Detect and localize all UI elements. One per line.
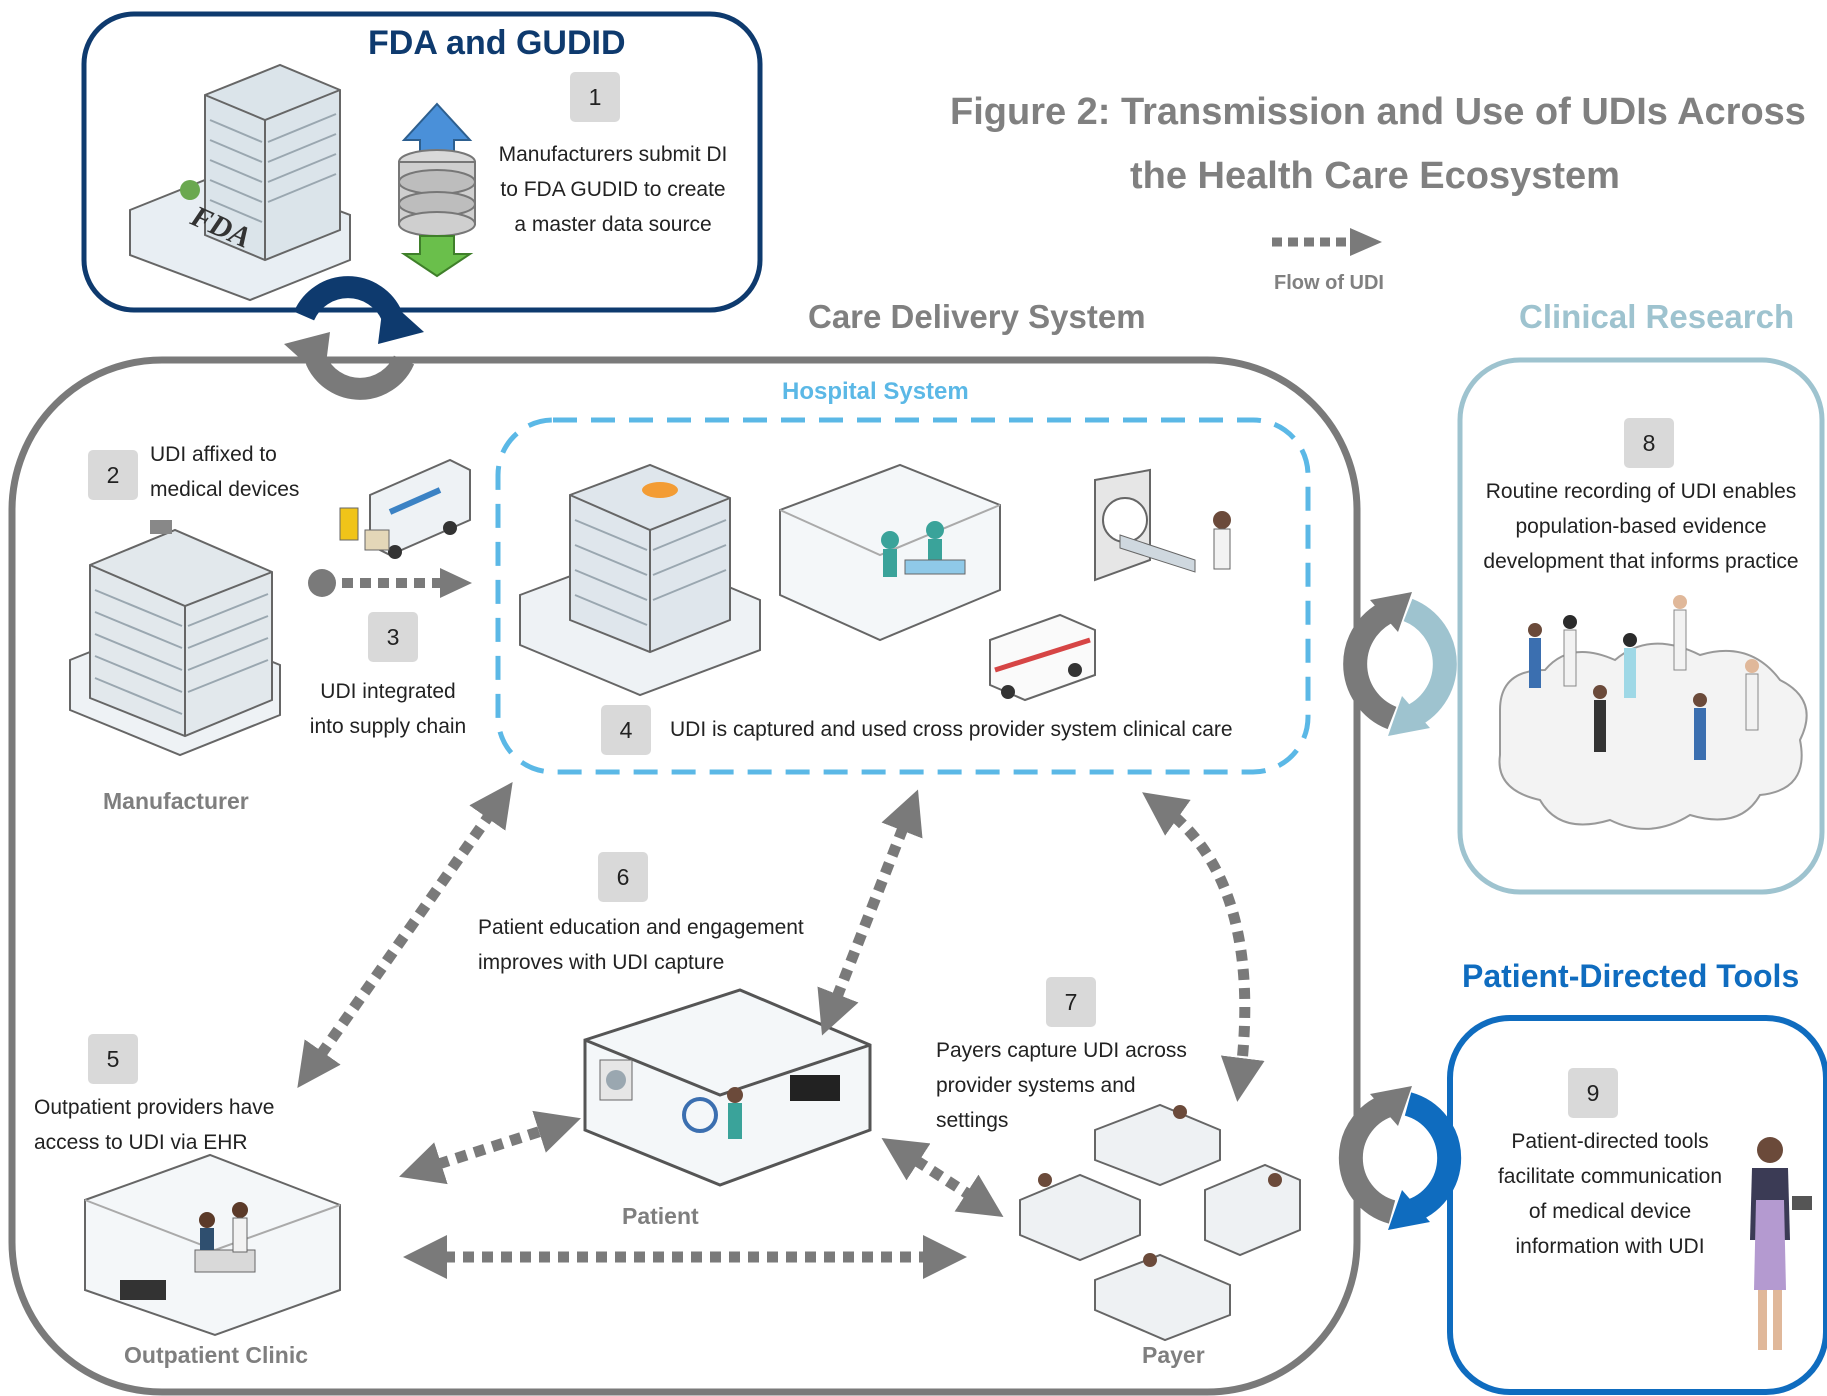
- fda-care-cycle-icon: [284, 276, 424, 400]
- step-8-badge: 8: [1624, 418, 1674, 468]
- step-2-badge: 2: [88, 450, 138, 500]
- figure-title-line2: the Health Care Ecosystem: [1130, 155, 1620, 197]
- udi-flow-arrows: [297, 782, 1265, 1279]
- step-5-line: Outpatient providers have: [34, 1096, 275, 1119]
- arrow-payer-hospital: [1142, 792, 1265, 1102]
- care-delivery-title: Care Delivery System: [808, 298, 1146, 335]
- step-1-line: to FDA GUDID to create: [500, 178, 726, 201]
- step-9-line: of medical device: [1528, 1200, 1692, 1223]
- step-9-line: Patient-directed tools: [1511, 1130, 1709, 1153]
- step-1-description: Manufacturers submit DI to FDA GUDID to …: [478, 137, 748, 242]
- payer-office-illustration: [1019, 1103, 1301, 1342]
- truck-icon: [339, 458, 471, 559]
- arrow-outpatient-hospital: [297, 782, 513, 1088]
- hospital-system-box: [495, 417, 1311, 775]
- step-4-description: UDI is captured and used cross provider …: [670, 718, 1233, 741]
- figure-title: Figure 2: Transmission and Use of UDIs A…: [950, 80, 1806, 208]
- step-4-badge: 4: [601, 705, 651, 755]
- step-6-line: Patient education and engagement: [478, 916, 804, 939]
- clinical-research-title: Clinical Research: [1519, 298, 1795, 335]
- step-9-line: information with UDI: [1515, 1235, 1705, 1258]
- figure-title-line1: Figure 2: Transmission and Use of UDIs A…: [950, 91, 1806, 133]
- database-icon: [398, 102, 476, 278]
- patient-tools-title: Patient-Directed Tools: [1462, 958, 1800, 994]
- patient-home-illustration: [583, 988, 872, 1187]
- step-9-badge: 9: [1568, 1068, 1618, 1118]
- step-8-description: Routine recording of UDI enables populat…: [1462, 474, 1820, 579]
- hospital-building-illustration: [519, 463, 761, 697]
- supply-chain-arrow: [308, 568, 472, 598]
- care-delivery-box: [8, 356, 1361, 1396]
- step-1-line: a master data source: [514, 213, 712, 236]
- step-5-badge: 5: [88, 1034, 138, 1084]
- step-6-badge: 6: [598, 852, 648, 902]
- arrow-outpatient-patient: [399, 1110, 581, 1185]
- ct-scanner-illustration: [1094, 468, 1231, 582]
- patient-label: Patient: [622, 1203, 699, 1229]
- step-1-line: Manufacturers submit DI: [498, 143, 728, 166]
- step-5-line: access to UDI via EHR: [34, 1131, 248, 1154]
- legend-label: Flow of UDI: [1274, 272, 1384, 294]
- manufacturer-label: Manufacturer: [103, 788, 249, 814]
- step-3-line: into supply chain: [309, 715, 467, 738]
- fda-building-illustration: FDA: [129, 63, 351, 302]
- arrow-patient-hospital: [817, 789, 923, 1036]
- outpatient-clinic-illustration: [84, 1153, 341, 1337]
- ambulance-icon: [989, 613, 1096, 702]
- outpatient-clinic-label: Outpatient Clinic: [124, 1342, 308, 1368]
- tools-cycle-icon: [1338, 1086, 1462, 1230]
- step-7-description: Payers capture UDI across provider syste…: [936, 1033, 1187, 1138]
- hospital-system-title: Hospital System: [782, 378, 969, 405]
- step-8-line: development that informs practice: [1483, 550, 1799, 573]
- step-6-description: Patient education and engagement improve…: [478, 910, 804, 980]
- step-2-description: UDI affixed to medical devices: [150, 437, 299, 507]
- woman-with-tablet-illustration: [1750, 1137, 1812, 1350]
- research-cloud-illustration: [1498, 595, 1808, 830]
- patient-tools-box: [1447, 1015, 1827, 1395]
- step-9-description: Patient-directed tools facilitate commun…: [1480, 1124, 1740, 1264]
- step-2-line: medical devices: [150, 478, 300, 501]
- research-cycle-icon: [1343, 592, 1457, 736]
- fda-title: FDA and GUDID: [368, 24, 626, 62]
- step-1-badge: 1: [570, 72, 620, 122]
- payer-label: Payer: [1142, 1342, 1205, 1368]
- manufacturer-building-illustration: [69, 520, 281, 757]
- step-5-description: Outpatient providers have access to UDI …: [34, 1090, 274, 1160]
- step-7-badge: 7: [1046, 977, 1096, 1027]
- arrow-patient-payer: [881, 1138, 1004, 1217]
- step-7-line: Payers capture UDI across: [936, 1039, 1187, 1062]
- operating-room-illustration: [779, 463, 1001, 642]
- step-6-line: improves with UDI capture: [478, 951, 725, 974]
- step-7-line: settings: [936, 1109, 1009, 1132]
- step-2-line: UDI affixed to: [150, 443, 277, 466]
- step-3-description: UDI integrated into supply chain: [298, 674, 478, 744]
- step-8-line: Routine recording of UDI enables: [1485, 480, 1797, 503]
- step-7-line: provider systems and: [936, 1074, 1136, 1097]
- legend-arrow: [1272, 228, 1382, 256]
- step-3-badge: 3: [368, 612, 418, 662]
- step-9-line: facilitate communication: [1497, 1165, 1723, 1188]
- step-8-line: population-based evidence: [1515, 515, 1767, 538]
- step-3-line: UDI integrated: [320, 680, 456, 703]
